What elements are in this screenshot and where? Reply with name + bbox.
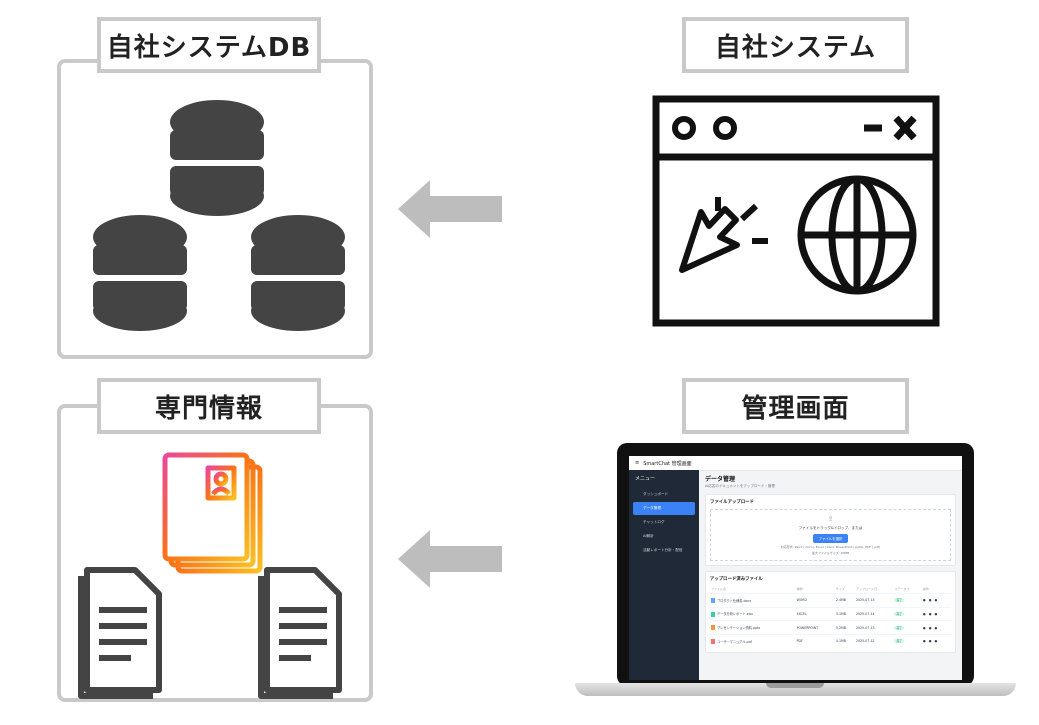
file-icon xyxy=(711,598,715,604)
select-file-button[interactable]: ファイルを選択 xyxy=(812,534,849,543)
table-row[interactable]: プレゼンテーション資料.pptx POWERPOINT 5.2MB 2025-0… xyxy=(710,620,951,635)
sidebar-item-data[interactable]: データ管理 xyxy=(633,502,695,515)
file-size: 3.1MB xyxy=(834,606,855,621)
row-actions[interactable]: ● ● ● xyxy=(921,606,951,621)
status-badge: 完了 xyxy=(894,625,905,630)
admin-screen: ≡ SmartChat 管理画面 メニュー ダッシュボード データ管理 チャット… xyxy=(629,456,962,680)
file-date: 2025-07-12 xyxy=(855,634,894,648)
file-type: EXCEL xyxy=(795,606,835,621)
table-header: ファイル名 xyxy=(711,587,727,591)
file-size: 2.4MB xyxy=(834,593,855,608)
sidebar-item-chatlog[interactable]: チャットログ xyxy=(643,520,665,524)
table-row[interactable]: データ分析レポート.xlsx EXCEL 3.1MB 2025-07-14 完了… xyxy=(710,606,951,621)
upload-icon: ⇪ xyxy=(827,515,834,523)
file-name: プレゼンテーション資料.pptx xyxy=(717,625,761,630)
file-size: 4.1MB xyxy=(834,634,855,648)
file-date: 2025-07-13 xyxy=(855,620,894,635)
file-icon xyxy=(711,611,715,617)
file-name: データ分析レポート.xlsx xyxy=(717,612,754,617)
file-date: 2025-07-14 xyxy=(855,606,894,621)
documents-icon xyxy=(78,452,342,699)
laptop-icon: ≡ SmartChat 管理画面 メニュー ダッシュボード データ管理 チャット… xyxy=(617,443,974,686)
row-actions[interactable]: ● ● ● xyxy=(921,593,951,608)
laptop-base xyxy=(575,683,1016,696)
files-table: ファイル名 種類 サイズ アップロード日 ステータス 操作 プロダクト仕様書.d… xyxy=(710,585,951,648)
file-icon xyxy=(711,625,715,631)
file-type: PDF xyxy=(795,634,835,648)
sidebar-item-ai[interactable]: AI解析 xyxy=(643,534,654,538)
admin-label: 管理画面 xyxy=(682,378,909,434)
file-date: 2025-07-15 xyxy=(855,593,894,608)
sidebar: メニュー ダッシュボード データ管理 チャットログ AI解析 活動レポート分析・… xyxy=(629,470,699,680)
expert-label: 専門情報 xyxy=(97,378,321,434)
table-row[interactable]: プロダクト仕様書.docx WORD 2.4MB 2025-07-15 完了 ●… xyxy=(710,593,951,608)
db-label: 自社システムDB xyxy=(97,17,321,73)
arrow-left-icon xyxy=(398,180,502,238)
page-subtitle: AI応答のドキュメントをアップロード・管理 xyxy=(705,484,775,488)
status-badge: 完了 xyxy=(894,639,905,644)
drop-note2: 最大ファイルサイズ: 20MB xyxy=(811,551,850,555)
files-card-title: アップロード済みファイル xyxy=(710,577,763,582)
file-name: プロダクト仕様書.docx xyxy=(717,598,752,603)
arrow-left-icon xyxy=(398,530,502,588)
table-header: 操作 xyxy=(922,587,929,591)
file-type: POWERPOINT xyxy=(795,620,835,635)
menu-icon[interactable]: ≡ xyxy=(635,460,640,466)
main-content: データ管理 AI応答のドキュメントをアップロード・管理 ファイルアップロード ⇪… xyxy=(699,470,962,680)
table-header: サイズ xyxy=(835,587,845,591)
table-header: アップロード日 xyxy=(856,587,878,591)
drop-text: ファイルをドラッグ&ドロップ、または xyxy=(798,526,863,530)
files-card: アップロード済みファイル ファイル名 種類 サイズ アップロード日 ステータス … xyxy=(705,571,956,653)
file-name: ユーザーマニュアル.pdf xyxy=(717,639,752,644)
status-badge: 完了 xyxy=(894,612,905,617)
table-header: 種類 xyxy=(796,587,803,591)
upload-card: ファイルアップロード ⇪ ファイルをドラッグ&ドロップ、または ファイルを選択 … xyxy=(705,494,956,566)
sidebar-item-dashboard[interactable]: ダッシュボード xyxy=(643,492,669,496)
table-row[interactable]: ユーザーマニュアル.pdf PDF 4.1MB 2025-07-12 完了 ● … xyxy=(710,634,951,648)
laptop-notch xyxy=(766,683,824,688)
table-header: ステータス xyxy=(894,587,910,591)
row-actions[interactable]: ● ● ● xyxy=(921,620,951,635)
file-size: 5.2MB xyxy=(834,620,855,635)
browser-window-icon xyxy=(652,95,940,327)
system-label: 自社システム xyxy=(682,17,909,73)
upload-card-title: ファイルアップロード xyxy=(710,500,754,505)
row-actions[interactable]: ● ● ● xyxy=(921,634,951,648)
drop-note: 対応形式: Word (.docx), Excel (.xlsx), Power… xyxy=(780,545,881,549)
drop-zone[interactable]: ⇪ ファイルをドラッグ&ドロップ、または ファイルを選択 対応形式: Word … xyxy=(710,509,951,561)
page-title: データ管理 xyxy=(705,476,736,483)
app-title: SmartChat 管理画面 xyxy=(643,460,692,467)
file-type: WORD xyxy=(795,593,835,608)
database-stack-icon xyxy=(93,100,345,331)
app-topbar: ≡ SmartChat 管理画面 xyxy=(629,456,962,471)
file-icon xyxy=(711,639,715,645)
status-badge: 完了 xyxy=(894,598,905,603)
menu-label: メニュー xyxy=(635,476,656,482)
sidebar-item-report[interactable]: 活動レポート分析・配信 xyxy=(643,548,683,552)
